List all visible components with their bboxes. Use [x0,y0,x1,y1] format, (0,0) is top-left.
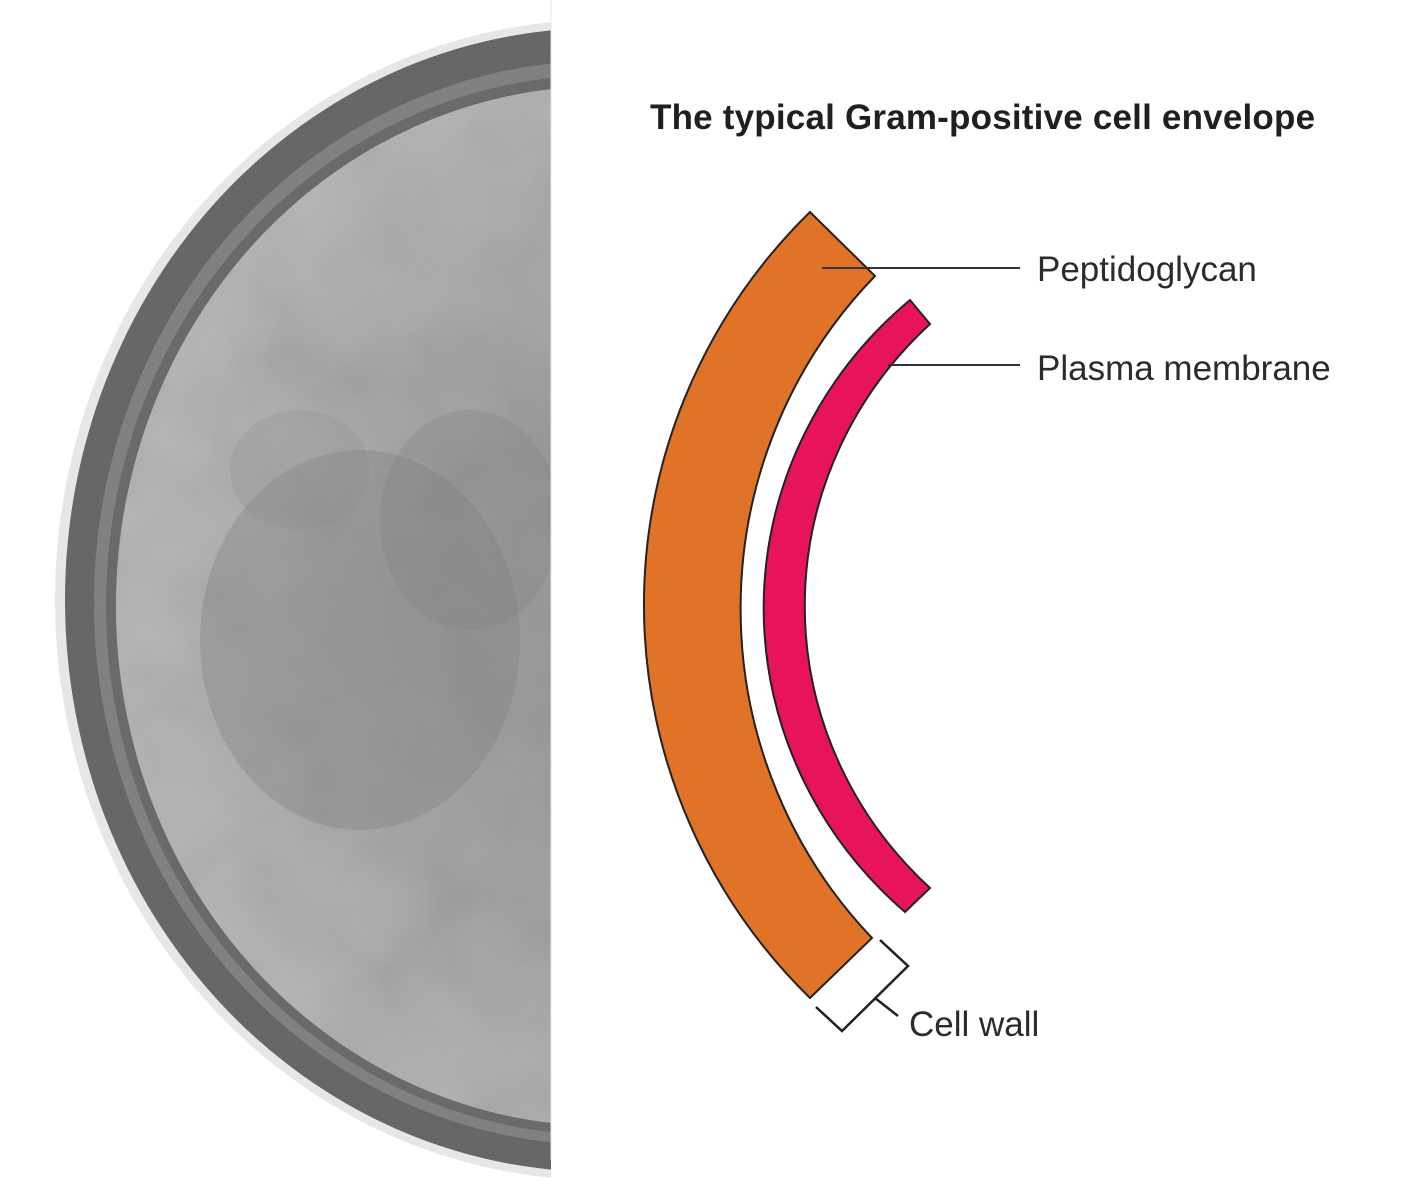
diagram-title: The typical Gram-positive cell envelope [650,98,1316,137]
cell-wall-bracket-tick [874,997,899,1017]
plasma-membrane-layer [762,298,932,914]
micrograph [55,22,551,1178]
plasma-membrane-label: Plasma membrane [1037,349,1331,388]
peptidoglycan-layer [643,210,877,1000]
cell-wall-label: Cell wall [909,1005,1040,1044]
peptidoglycan-label: Peptidoglycan [1037,250,1257,289]
